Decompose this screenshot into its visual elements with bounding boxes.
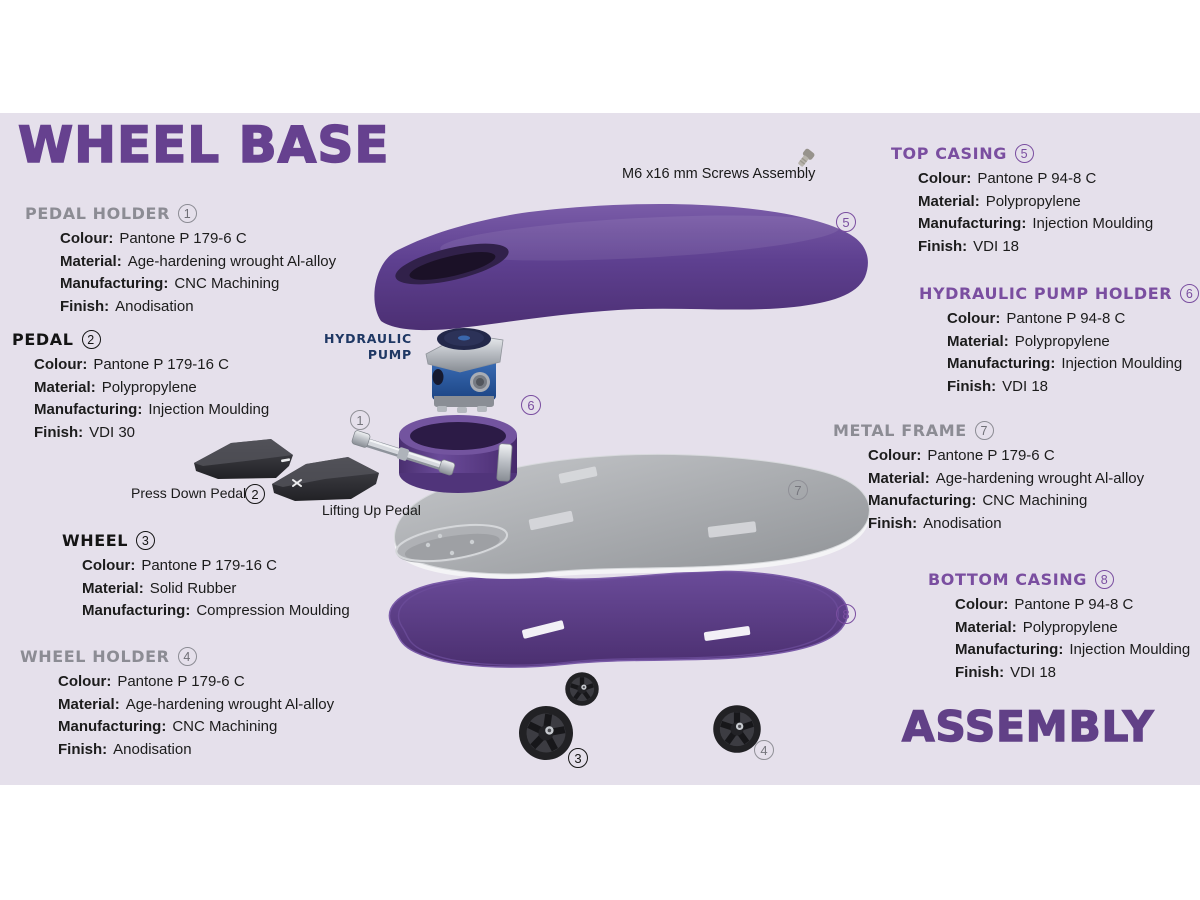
part-info-wheel-holder: WHEEL HOLDER 4 Colour:Pantone P 179-6 C … — [20, 647, 334, 761]
spec-manufacturing: Manufacturing:CNC Machining — [58, 718, 278, 735]
spec-finish: Finish:VDI 30 — [34, 423, 136, 441]
spec-material: Material:Age-hardening wrought Al-alloy — [58, 695, 335, 713]
callout-6: 6 — [521, 395, 541, 415]
spec-manufacturing: Manufacturing:Injection Moulding — [955, 641, 1191, 658]
part-number-badge: 4 — [177, 647, 197, 666]
part-name: PEDAL — [12, 330, 74, 349]
part-number-badge: 3 — [136, 531, 156, 550]
spec-finish: Finish:VDI 18 — [955, 663, 1057, 681]
spec-finish: Finish:VDI 18 — [947, 377, 1049, 395]
callout-3: 3 — [568, 748, 588, 768]
spec-colour: Colour:Pantone P 179-6 C — [60, 230, 247, 247]
part-number-badge: 6 — [1180, 284, 1200, 303]
spec-material: Material:Solid Rubber — [82, 579, 237, 597]
part-info-metal-frame: METAL FRAME 7 Colour:Pantone P 179-6 C M… — [833, 421, 1144, 535]
spec-colour: Colour:Pantone P 94-8 C — [955, 596, 1134, 613]
part-name: HYDRAULIC PUMP HOLDER — [919, 284, 1173, 303]
part-number-badge: 5 — [1014, 144, 1034, 163]
spec-manufacturing: Manufacturing:Injection Moulding — [918, 215, 1154, 232]
spec-material: Material:Polypropylene — [947, 332, 1110, 350]
part-info-wheel: WHEEL 3 Colour:Pantone P 179-16 C Materi… — [62, 531, 350, 623]
spec-colour: Colour:Pantone P 94-8 C — [918, 170, 1097, 187]
spec-manufacturing: Manufacturing:Compression Moulding — [82, 602, 350, 619]
spec-finish: Finish:Anodisation — [60, 297, 194, 315]
part-info-hydraulic-pump-holder: HYDRAULIC PUMP HOLDER 6 Colour:Pantone P… — [919, 284, 1200, 398]
assembly-title: ASSEMBLY — [901, 701, 1155, 752]
part-name: TOP CASING — [891, 144, 1007, 163]
part-name: PEDAL HOLDER — [25, 204, 171, 223]
spec-finish: Finish:Anodisation — [58, 740, 192, 758]
spec-manufacturing: Manufacturing:Injection Moulding — [34, 401, 270, 418]
part-info-bottom-casing: BOTTOM CASING 8 Colour:Pantone P 94-8 C … — [928, 570, 1190, 684]
callout-7: 7 — [788, 480, 808, 500]
spec-material: Material:Age-hardening wrought Al-alloy — [60, 252, 337, 270]
hydraulic-pump-label: HYDRAULIC PUMP — [324, 331, 412, 362]
spec-colour: Colour:Pantone P 179-6 C — [868, 447, 1055, 464]
spec-manufacturing: Manufacturing:CNC Machining — [868, 492, 1088, 509]
page-title: WHEEL BASE — [17, 115, 390, 175]
spec-manufacturing: Manufacturing:CNC Machining — [60, 275, 280, 292]
part-name: WHEEL HOLDER — [20, 647, 170, 666]
callout-8: 8 — [836, 604, 856, 624]
spec-colour: Colour:Pantone P 179-6 C — [58, 673, 245, 690]
lifting-up-pedal-label: Lifting Up Pedal — [322, 502, 421, 518]
spec-finish: Finish:VDI 18 — [918, 237, 1020, 255]
spec-colour: Colour:Pantone P 179-16 C — [82, 557, 277, 574]
spec-material: Material:Polypropylene — [34, 378, 197, 396]
part-info-pedal-holder: PEDAL HOLDER 1 Colour:Pantone P 179-6 C … — [25, 204, 336, 318]
part-number-badge: 2 — [81, 330, 101, 349]
part-number-badge: 7 — [974, 421, 994, 440]
callout-1: 1 — [350, 410, 370, 430]
spec-material: Material:Age-hardening wrought Al-alloy — [868, 469, 1145, 487]
part-number-badge: 1 — [178, 204, 198, 223]
part-name: WHEEL — [62, 531, 129, 550]
screws-assembly-label: M6 x16 mm Screws Assembly — [622, 166, 816, 182]
spec-colour: Colour:Pantone P 179-16 C — [34, 356, 229, 373]
part-name: METAL FRAME — [833, 421, 967, 440]
spec-finish: Finish:Anodisation — [868, 514, 1002, 532]
spec-material: Material:Polypropylene — [918, 192, 1081, 210]
callout-4: 4 — [754, 740, 774, 760]
spec-manufacturing: Manufacturing:Injection Moulding — [947, 355, 1183, 372]
part-number-badge: 8 — [1095, 570, 1115, 589]
callout-2: 2 — [245, 484, 265, 504]
spec-colour: Colour:Pantone P 94-8 C — [947, 310, 1126, 327]
part-name: BOTTOM CASING — [928, 570, 1088, 589]
press-down-pedal-label: Press Down Pedal — [131, 485, 247, 501]
spec-material: Material:Polypropylene — [955, 618, 1118, 636]
callout-5: 5 — [836, 212, 856, 232]
part-info-top-casing: TOP CASING 5 Colour:Pantone P 94-8 C Mat… — [891, 144, 1153, 258]
part-info-pedal: PEDAL 2 Colour:Pantone P 179-16 C Materi… — [12, 330, 269, 444]
